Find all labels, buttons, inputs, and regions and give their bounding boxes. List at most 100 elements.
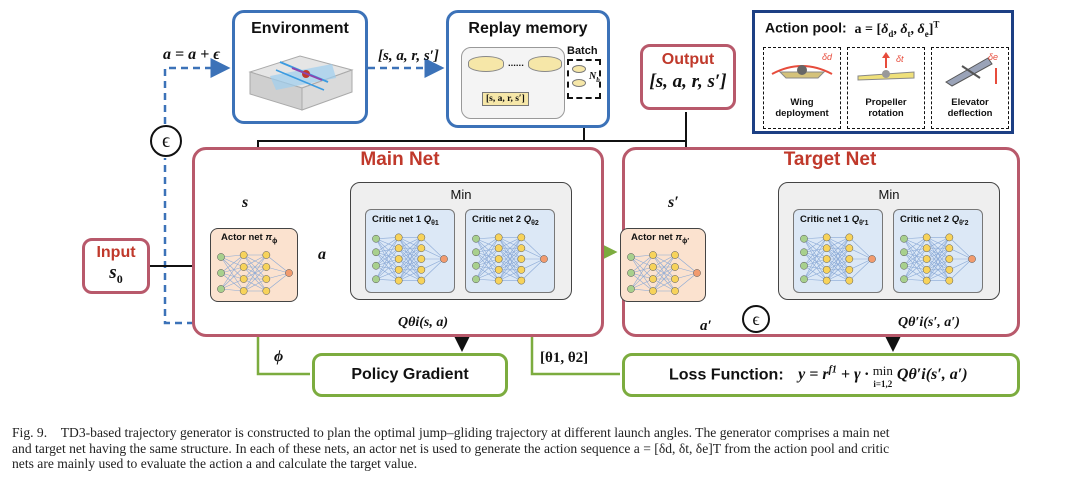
nn-node <box>494 255 503 263</box>
nn-node <box>627 285 635 293</box>
caption-line-2: and target net having the same structure… <box>12 440 890 456</box>
main-actor-net: Actor net πϕ <box>210 228 298 302</box>
action-label: rotation <box>868 108 904 119</box>
nn-edge <box>803 252 827 281</box>
nn-edge <box>498 237 522 270</box>
nn-edge <box>375 237 399 280</box>
nn-edge <box>266 272 290 292</box>
nn-edge <box>220 256 244 268</box>
replay-memory-title: Replay memory <box>468 20 588 37</box>
nn-node <box>372 248 380 257</box>
nn-edge <box>243 254 267 292</box>
nn-edge <box>220 272 244 280</box>
memory-cylinder <box>468 56 504 72</box>
main-a-label: a <box>318 246 326 263</box>
nn-edge <box>652 254 676 268</box>
nn-edge <box>903 258 927 280</box>
input-title: Input <box>96 244 136 261</box>
nn-edge <box>803 248 827 280</box>
nn-node <box>822 233 831 242</box>
nn-node <box>922 233 931 242</box>
target-min-label: Min <box>878 187 900 202</box>
nn-edge <box>375 238 399 281</box>
nn-edge <box>421 247 445 260</box>
nn-node <box>800 275 808 284</box>
nn-edge <box>803 237 827 253</box>
main-q-output: Qθi(s, a) <box>398 315 449 330</box>
nn-edge <box>398 237 422 249</box>
output-value: [s, a, r, s′] <box>649 71 727 92</box>
nn-edge <box>375 252 399 271</box>
nn-node <box>517 233 526 242</box>
critic-network-icon <box>800 233 876 285</box>
nn-edge <box>903 252 927 271</box>
nn-node <box>239 275 248 283</box>
nn-node <box>922 265 931 274</box>
nn-node <box>845 265 854 274</box>
nn-edge <box>475 237 499 280</box>
policy-gradient-title: Policy Gradient <box>351 366 469 383</box>
nn-edge <box>652 254 676 280</box>
nn-edge <box>498 248 522 281</box>
caption-line-3: nets are mainly used to evaluate the act… <box>12 456 418 471</box>
nn-edge <box>475 269 499 280</box>
nn-edge <box>803 247 827 266</box>
nn-node <box>217 285 225 293</box>
nn-edge <box>398 237 422 260</box>
main-min-label: Min <box>450 187 472 202</box>
nn-edge <box>926 237 950 270</box>
nn-edge <box>475 238 499 260</box>
nn-node <box>945 244 954 253</box>
action-label: deployment <box>775 108 829 119</box>
nn-node <box>945 233 954 242</box>
nn-edge <box>375 238 399 270</box>
output-box: Output [s, a, r, s′] <box>640 44 736 110</box>
critic-network-icon <box>900 233 976 285</box>
memory-store: ...... [s, a, r, s′] <box>461 47 565 119</box>
nn-edge <box>220 266 244 274</box>
nn-edge <box>630 272 654 292</box>
critic-network-icon <box>472 233 548 285</box>
action-label: Wing <box>790 97 814 108</box>
nn-edge <box>926 269 950 281</box>
exploration-equation: a = a + ϵ <box>163 46 221 63</box>
nn-edge <box>926 258 950 281</box>
nn-node <box>472 248 480 257</box>
nn-edge <box>903 238 927 260</box>
nn-node <box>693 269 701 277</box>
nn-edge <box>375 248 399 280</box>
nn-node <box>922 244 931 253</box>
nn-node <box>217 253 225 261</box>
nn-node <box>671 287 679 295</box>
nn-edge <box>903 251 927 260</box>
nn-edge <box>243 254 267 268</box>
nn-node <box>627 253 635 261</box>
nn-edge <box>375 269 399 280</box>
nn-node <box>417 265 426 274</box>
nn-edge <box>220 272 244 292</box>
main-critic-net-2: Critic net 2 Qθ2 <box>465 209 555 293</box>
nn-node <box>494 244 503 253</box>
nn-node <box>262 275 271 283</box>
nn-node <box>671 251 679 259</box>
nn-node <box>822 276 831 285</box>
nn-edge <box>803 258 827 280</box>
nn-node <box>800 261 808 270</box>
nn-edge <box>803 238 827 270</box>
nn-node <box>649 287 657 295</box>
nn-edge <box>421 258 445 281</box>
nn-edge <box>826 258 850 281</box>
nn-edge <box>243 266 267 292</box>
nn-node <box>494 233 503 242</box>
nn-edge <box>266 266 290 274</box>
nn-edge <box>375 265 399 281</box>
nn-edge <box>243 278 267 292</box>
nn-node <box>394 244 403 253</box>
nn-edge <box>949 237 973 260</box>
nn-node <box>417 244 426 253</box>
nn-edge <box>475 248 499 280</box>
nn-edge <box>949 247 973 260</box>
nn-node <box>372 275 380 284</box>
nn-edge <box>521 258 545 281</box>
